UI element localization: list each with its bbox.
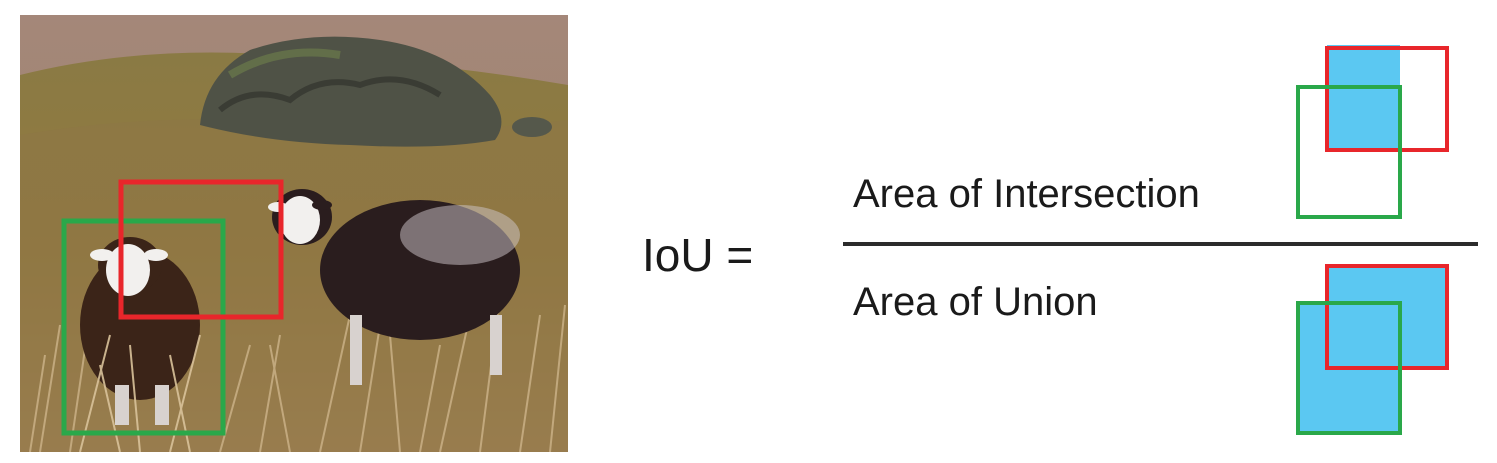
sheep-left [80,237,200,425]
iou-label: IoU = [642,229,754,281]
numerator-label: Area of Intersection [853,172,1200,216]
intersection-area [1327,45,1400,148]
denominator-label: Area of Union [853,280,1098,324]
fraction-bar [843,242,1478,246]
icon-ground-truth-box [1296,85,1402,219]
rock-outcrop [200,36,552,147]
intersection-overlap-icon [1290,40,1460,230]
sheep-right [268,189,520,385]
union-predicted-box [1325,264,1449,370]
union-overlap-icon [1290,258,1460,448]
icon-predicted-box [1325,46,1449,152]
ground-truth-box [61,218,226,436]
union-ground-truth-box [1296,301,1402,435]
sheep-photo [20,15,568,452]
predicted-box [118,179,284,320]
